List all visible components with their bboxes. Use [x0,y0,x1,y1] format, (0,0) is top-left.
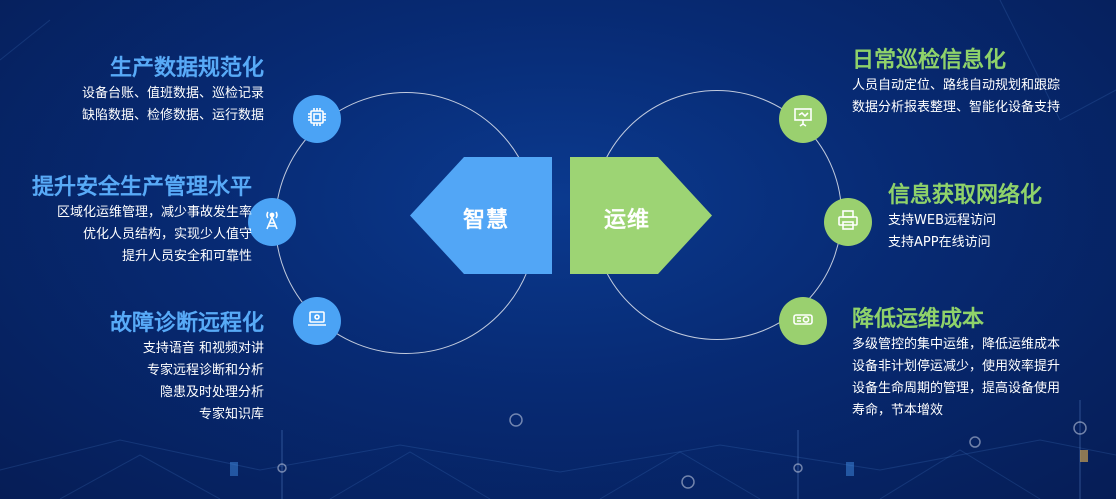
item-line: 人员自动定位、路线自动规划和跟踪 [852,78,1061,93]
left-item-safety-management: 提升安全生产管理水平 区域化运维管理，减少事故发生率 优化人员结构，实现少人值守… [32,174,252,268]
item-line: 区域化运维管理，减少事故发生率 [56,205,252,220]
center-left-label: 智慧 [463,208,510,233]
item-line: 支持WEB远程访问 [888,213,996,228]
board-node [779,95,827,143]
item-line: 支持APP在线访问 [888,235,991,250]
printer-icon [836,208,860,236]
item-line: 设备台账、值班数据、巡检记录 [81,86,264,101]
item-line: 专家远程诊断和分析 [146,363,264,378]
item-line: 隐患及时处理分析 [159,385,264,400]
center-right-label: 运维 [604,208,651,233]
item-line: 专家知识库 [198,407,264,422]
left-arrow-shape [410,157,552,274]
item-title: 提升安全生产管理水平 [31,175,252,200]
item-line: 寿命，节本增效 [852,403,944,418]
item-line: 设备非计划停运减少，使用效率提升 [852,359,1061,374]
printer-node [824,198,872,246]
item-line: 提升人员安全和可靠性 [121,249,252,264]
item-line: 设备生命周期的管理，提高设备使用 [852,381,1061,396]
item-line: 多级管控的集中运维，降低运维成本 [852,337,1061,352]
laptop-node [293,297,341,345]
item-title: 生产数据规范化 [109,56,264,81]
signal-tower-icon [260,208,284,236]
item-title: 信息获取网络化 [888,183,1043,208]
left-item-data-standardization: 生产数据规范化 设备台账、值班数据、巡检记录 缺陷数据、检修数据、运行数据 [82,55,264,127]
item-title: 降低运维成本 [852,307,985,332]
tower-node [248,198,296,246]
presentation-board-icon [791,105,815,133]
right-item-network-access: 信息获取网络化 支持WEB远程访问 支持APP在线访问 [888,182,1042,254]
right-item-cost-reduction: 降低运维成本 多级管控的集中运维，降低运维成本 设备非计划停运减少，使用效率提升… [852,306,1060,422]
item-title: 日常巡检信息化 [852,48,1007,73]
item-line: 数据分析报表整理、智能化设备支持 [852,100,1061,115]
item-line: 缺陷数据、检修数据、运行数据 [81,108,264,123]
item-line: 支持语音 和视频对讲 [142,341,264,356]
chip-node [293,95,341,143]
right-item-inspection-informatization: 日常巡检信息化 人员自动定位、路线自动规划和跟踪 数据分析报表整理、智能化设备支… [852,47,1060,119]
projector-icon [791,307,815,335]
laptop-icon [305,307,329,335]
chip-icon [305,105,329,133]
item-line: 优化人员结构，实现少人值守 [82,227,252,242]
item-title: 故障诊断远程化 [109,311,264,336]
left-item-remote-diagnosis: 故障诊断远程化 支持语音 和视频对讲 专家远程诊断和分析 隐患及时处理分析 专家… [110,310,264,426]
right-arrow-shape [570,157,712,274]
projector-node [779,297,827,345]
